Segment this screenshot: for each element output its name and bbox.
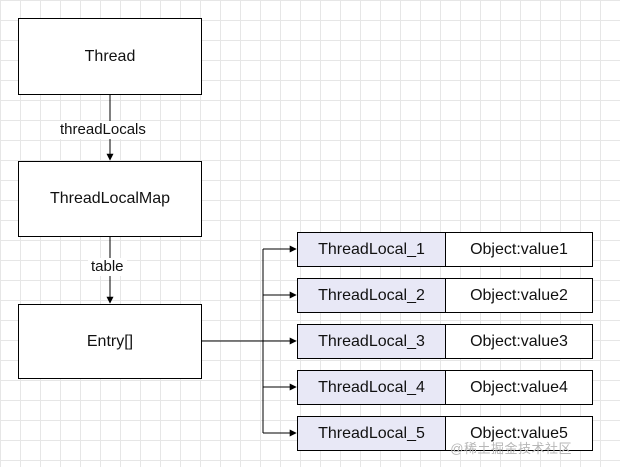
thread-node: Thread (18, 18, 202, 95)
watermark-text: @稀土掘金技术社区 (450, 441, 572, 456)
thread-local-map-node: ThreadLocalMap (18, 161, 202, 237)
entry-value-cell: Object:value3 (446, 324, 593, 359)
thread-local-map-node-label: ThreadLocalMap (49, 190, 171, 207)
entry-branch-arrows (263, 245, 297, 437)
edge-label-table: table (88, 258, 127, 276)
entry-value-cell: Object:value5 (446, 416, 593, 451)
thread-node-label: Thread (84, 47, 136, 65)
entry-array-node-label: Entry[] (86, 332, 134, 350)
entry-key-cell: ThreadLocal_3 (297, 324, 446, 359)
entry-value-cell: Object:value2 (446, 278, 593, 313)
entry-key-cell: ThreadLocal_2 (297, 278, 446, 313)
entry-array-node: Entry[] (18, 304, 202, 379)
entry-value-cell: Object:value4 (446, 370, 593, 405)
entry-key-cell: ThreadLocal_5 (297, 416, 446, 451)
entry-key-cell: ThreadLocal_1 (297, 232, 446, 267)
entry-value-cell: Object:value1 (446, 232, 593, 267)
entry-key-cell: ThreadLocal_4 (297, 370, 446, 405)
edge-label-thread-locals: threadLocals (57, 121, 149, 139)
